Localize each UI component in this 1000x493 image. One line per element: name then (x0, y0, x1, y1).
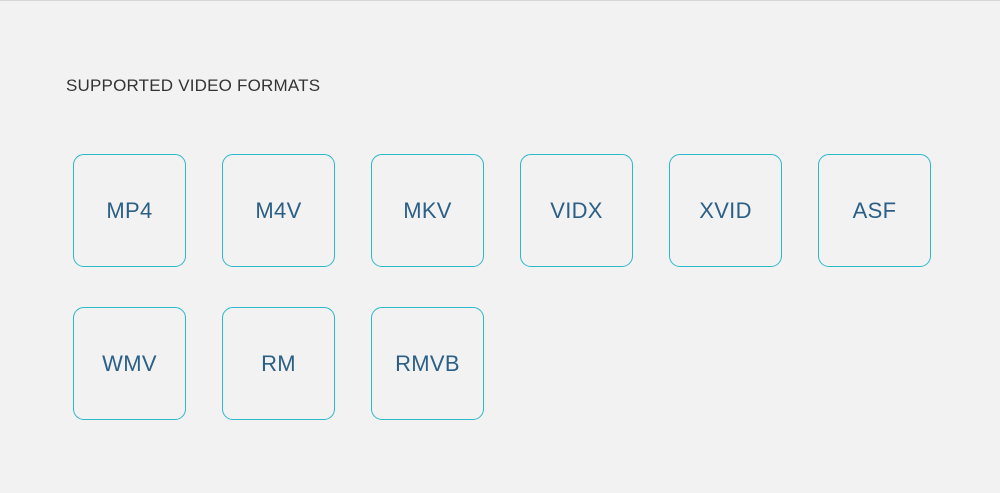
section-title: SUPPORTED VIDEO FORMATS (66, 76, 321, 95)
format-label: RM (261, 350, 296, 376)
format-label: MKV (403, 197, 452, 223)
format-tile-rm: RM (222, 307, 335, 420)
format-tile-asf: ASF (818, 154, 931, 267)
format-label: RMVB (395, 350, 460, 376)
format-tile-rmvb: RMVB (371, 307, 484, 420)
top-divider (0, 0, 1000, 1)
format-tile-mp4: MP4 (73, 154, 186, 267)
format-label: VIDX (550, 197, 603, 223)
format-label: M4V (255, 197, 302, 223)
format-label: MP4 (106, 197, 153, 223)
format-label: ASF (852, 197, 897, 223)
format-tile-mkv: MKV (371, 154, 484, 267)
format-tile-m4v: M4V (222, 154, 335, 267)
format-tile-wmv: WMV (73, 307, 186, 420)
format-label: WMV (102, 350, 157, 376)
format-grid: MP4 M4V MKV VIDX XVID ASF WMV RM RMVB (73, 154, 933, 420)
format-label: XVID (699, 197, 752, 223)
format-tile-xvid: XVID (669, 154, 782, 267)
format-tile-vidx: VIDX (520, 154, 633, 267)
